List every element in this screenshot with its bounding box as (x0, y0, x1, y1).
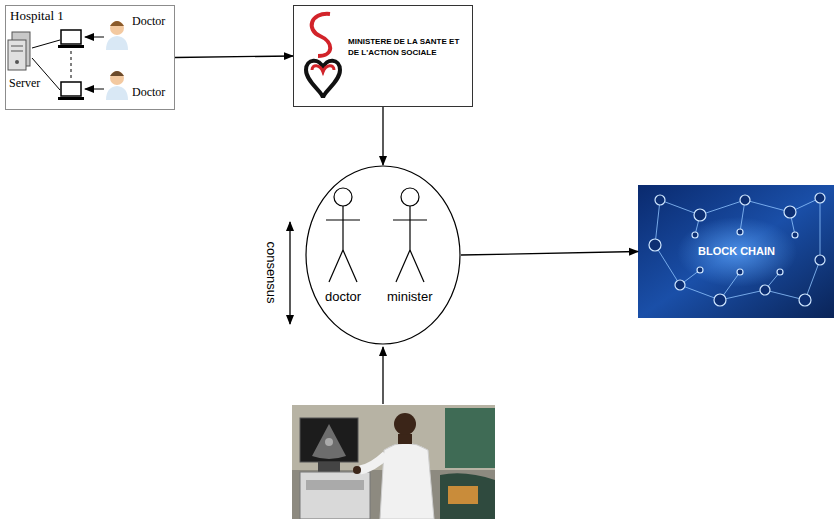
stick-figure (326, 188, 427, 282)
actor-label: minister (387, 289, 433, 304)
doctor-avatar (106, 21, 128, 100)
actor-label: doctor (325, 289, 361, 304)
hospital-box: Hospital 1ServerDoctorDoctor (5, 5, 175, 110)
server-icon (8, 32, 30, 70)
circle-outline (305, 165, 461, 345)
ministry-logo (306, 14, 340, 98)
arrow (382, 347, 383, 404)
connector-arrow (175, 56, 293, 58)
consensus-label: consensus (264, 241, 279, 303)
ultrasound-photo (292, 405, 495, 519)
doctor-label: Doctor (132, 85, 165, 100)
dashed-line (71, 51, 72, 79)
server-label: Server (9, 76, 40, 91)
double-arrow (289, 222, 290, 324)
blockchain-title: BLOCK CHAIN (698, 245, 775, 257)
blockchain-image (638, 185, 834, 318)
ministry-name: MINISTERE DE LA SANTE ET DE L'ACTION SOC… (348, 36, 469, 58)
computer-icon (58, 30, 84, 100)
connector-arrow (382, 107, 383, 165)
network-wire (32, 40, 60, 48)
doctor-label: Doctor (132, 14, 165, 29)
blockchain-box: BLOCK CHAIN (638, 185, 834, 318)
arrow (85, 37, 104, 38)
circle-outline (306, 166, 460, 344)
connector-arrow (461, 252, 638, 256)
ministry-box: MINISTERE DE LA SANTE ET DE L'ACTION SOC… (293, 5, 473, 107)
arrow (85, 89, 104, 90)
consensus-circle: doctor minister (305, 165, 461, 345)
hospital-title: Hospital 1 (10, 8, 64, 24)
